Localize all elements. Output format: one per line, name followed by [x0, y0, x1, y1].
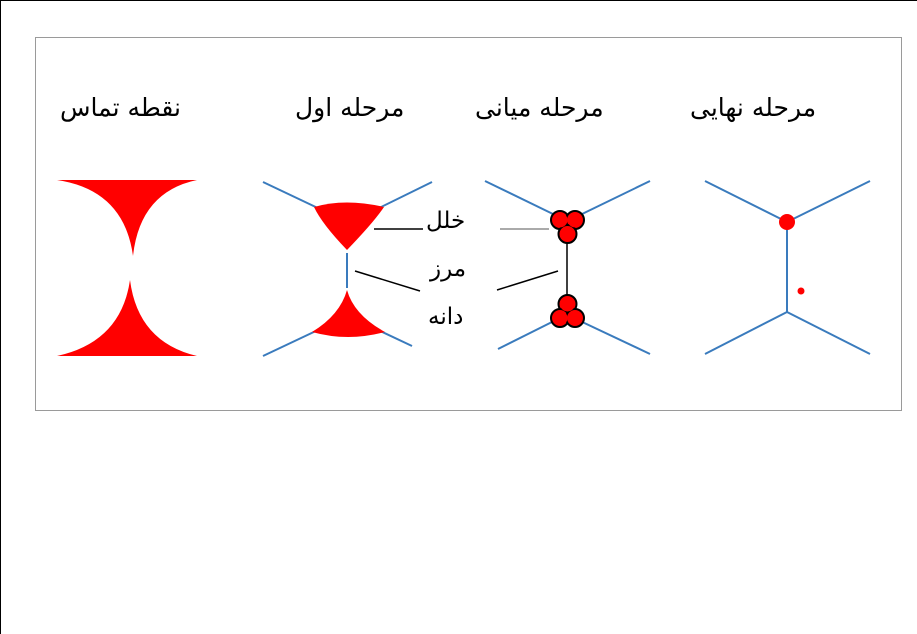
stage-contact-graphic: [57, 180, 197, 356]
initial-upper-pore: [314, 202, 384, 250]
intermediate-boundary-top-left: [484, 180, 556, 216]
initial-lower-pore: [312, 290, 385, 337]
diagram-panel: [35, 37, 902, 411]
initial-boundary-top-right: [374, 181, 433, 211]
final-boundary-top-left: [704, 180, 788, 223]
stage-title-contact: نقطه تماس: [60, 93, 182, 122]
contact-lower-particle: [57, 280, 197, 356]
final-boundary-top-right: [786, 180, 871, 223]
boundary-leader-line-right: [496, 270, 559, 291]
callout-grain: دانه: [428, 304, 464, 330]
boundary-leader-line: [354, 270, 421, 292]
initial-boundary-top-left: [262, 181, 323, 211]
intermediate-boundary-bottom-right: [577, 319, 651, 355]
callout-boundary: مرز: [430, 256, 467, 282]
final-pore-small: [797, 287, 805, 295]
initial-boundary-bottom-left: [262, 329, 319, 357]
stage-intermediate-graphic: [484, 180, 651, 355]
stage-final-graphic: [704, 180, 871, 355]
contact-upper-particle: [57, 180, 197, 256]
stage-title-intermediate: مرحله میانی: [475, 93, 604, 122]
stage-title-initial: مرحله اول: [295, 93, 405, 122]
intermediate-boundary-bottom-left: [497, 319, 557, 350]
initial-boundary-bottom-right: [377, 329, 413, 347]
stage-title-final: مرحله نهایی: [690, 93, 817, 122]
intermediate-pore-fill: [552, 212, 583, 326]
final-boundary-bottom-right: [786, 311, 871, 355]
intermediate-boundary-top-right: [579, 180, 651, 216]
final-boundary-bottom-left: [704, 311, 788, 355]
callout-pore: خلل: [426, 208, 466, 234]
stage-initial-graphic: [262, 181, 433, 357]
final-pore-large: [779, 214, 795, 230]
